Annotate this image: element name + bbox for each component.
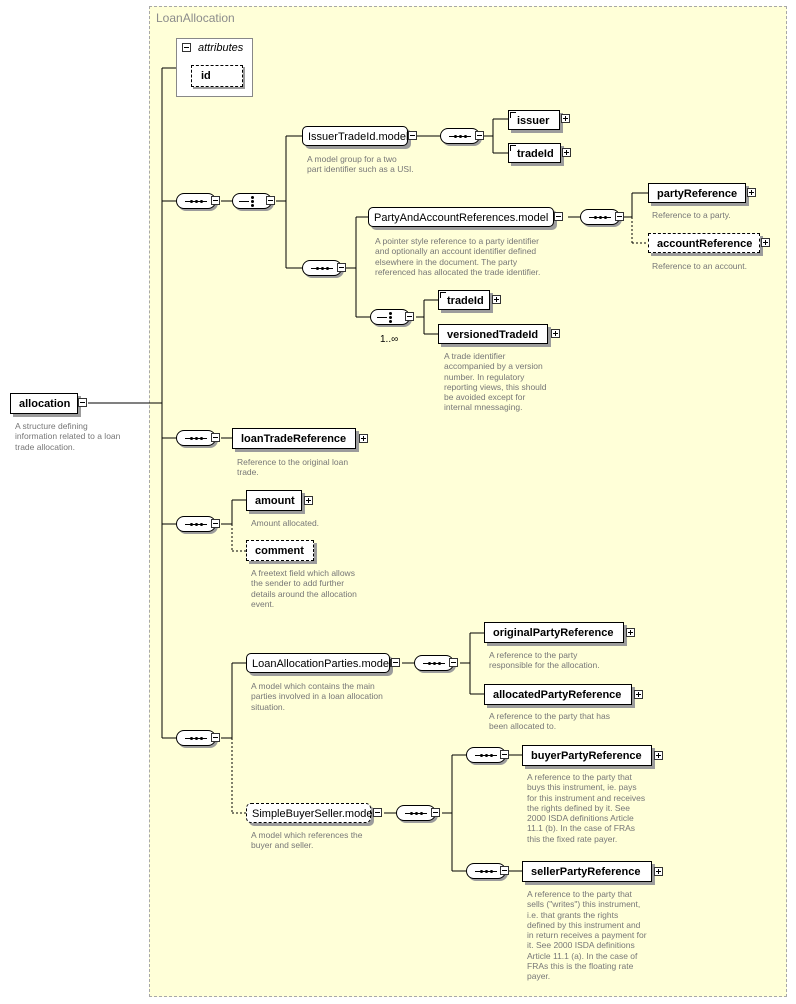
- trade-id-2-label: tradeId: [447, 295, 484, 307]
- loan-allocation-parties-model-group[interactable]: LoanAllocationParties.model: [246, 653, 391, 673]
- collapse-party-group-icon[interactable]: [554, 212, 563, 221]
- sequence-compositor-buyer-seller[interactable]: [396, 805, 436, 821]
- account-reference-description: Reference to an account.: [652, 261, 747, 271]
- issuer-trade-id-model-group[interactable]: IssuerTradeId.model: [302, 126, 408, 146]
- buyer-party-reference-description: A reference to the party that buys this …: [527, 772, 646, 844]
- collapse-seller-sequence-icon[interactable]: [500, 866, 509, 875]
- expand-loan-trade-reference-icon[interactable]: [359, 434, 368, 443]
- panel-title: LoanAllocation: [156, 11, 235, 25]
- loan-trade-reference-description: Reference to the original loan trade.: [237, 457, 349, 478]
- sequence-compositor-parties[interactable]: [414, 655, 454, 671]
- collapse-choice-2-icon[interactable]: [405, 312, 414, 321]
- element-seller-party-reference[interactable]: sellerPartyReference: [522, 861, 652, 882]
- choice-compositor-1[interactable]: [232, 193, 272, 209]
- expand-original-party-reference-icon[interactable]: [626, 628, 635, 637]
- collapse-attributes-icon[interactable]: [182, 43, 191, 52]
- sequence-compositor-3[interactable]: [176, 430, 216, 446]
- expand-trade-id-icon[interactable]: [562, 148, 571, 157]
- element-versioned-trade-id[interactable]: versionedTradeId: [438, 324, 548, 344]
- collapse-buyer-seller-sequence-icon[interactable]: [431, 808, 440, 817]
- collapse-parties-group-icon[interactable]: [391, 658, 400, 667]
- collapse-sequence-3-icon[interactable]: [211, 433, 220, 442]
- versioned-trade-id-description: A trade identifier accompanied by a vers…: [444, 351, 547, 413]
- element-buyer-party-reference[interactable]: buyerPartyReference: [522, 745, 652, 766]
- collapse-buyer-sequence-icon[interactable]: [500, 750, 509, 759]
- element-original-party-reference[interactable]: originalPartyReference: [484, 622, 624, 643]
- sequence-compositor-5[interactable]: [176, 730, 216, 746]
- collapse-choice-1-icon[interactable]: [266, 196, 275, 205]
- allocation-description: A structure defining information related…: [15, 421, 121, 452]
- expand-versioned-trade-id-icon[interactable]: [551, 329, 560, 338]
- collapse-issuer-group-icon[interactable]: [408, 131, 417, 140]
- collapse-issuer-sequence-icon[interactable]: [475, 131, 484, 140]
- party-reference-description: Reference to a party.: [652, 210, 731, 220]
- root-element-allocation[interactable]: allocation: [10, 393, 78, 414]
- trade-id-label: tradeId: [517, 148, 554, 160]
- issuer-label: issuer: [517, 115, 550, 127]
- expand-amount-icon[interactable]: [304, 496, 313, 505]
- collapse-sequence-1-icon[interactable]: [211, 196, 220, 205]
- comment-description: A freetext field which allows the sender…: [251, 568, 357, 609]
- attributes-label: attributes: [198, 42, 244, 54]
- collapse-party-sequence-icon[interactable]: [615, 212, 624, 221]
- element-issuer[interactable]: issuer: [508, 110, 560, 130]
- buyer-seller-group-description: A model which references the buyer and s…: [251, 830, 363, 851]
- sequence-compositor-issuer[interactable]: [440, 128, 480, 144]
- element-amount[interactable]: amount: [246, 490, 302, 511]
- element-comment[interactable]: comment: [246, 540, 314, 561]
- collapse-buyer-seller-group-icon[interactable]: [373, 808, 382, 817]
- allocated-party-reference-description: A reference to the party that has been a…: [489, 711, 610, 732]
- element-trade-id[interactable]: tradeId: [508, 143, 561, 163]
- expand-account-reference-icon[interactable]: [761, 238, 770, 247]
- parties-group-description: A model which contains the main parties …: [251, 681, 383, 712]
- element-party-reference[interactable]: partyReference: [648, 183, 746, 203]
- element-loan-trade-reference[interactable]: loanTradeReference: [232, 428, 356, 449]
- expand-allocated-party-reference-icon[interactable]: [634, 690, 643, 699]
- sequence-compositor-2[interactable]: [302, 260, 342, 276]
- sequence-compositor-party[interactable]: [580, 209, 620, 225]
- party-and-account-references-model-group[interactable]: PartyAndAccountReferences.model: [368, 207, 554, 227]
- element-allocated-party-reference[interactable]: allocatedPartyReference: [484, 684, 632, 705]
- expand-buyer-party-reference-icon[interactable]: [654, 751, 663, 760]
- choice-compositor-2[interactable]: [370, 309, 410, 325]
- collapse-sequence-2-icon[interactable]: [337, 263, 346, 272]
- collapse-allocation-icon[interactable]: [78, 398, 87, 407]
- seller-party-reference-description: A reference to the party that sells ("wr…: [527, 889, 647, 982]
- expand-seller-party-reference-icon[interactable]: [654, 867, 663, 876]
- expand-party-reference-icon[interactable]: [747, 188, 756, 197]
- sequence-compositor-buyer[interactable]: [466, 747, 506, 763]
- collapse-sequence-4-icon[interactable]: [211, 519, 220, 528]
- element-trade-id-2[interactable]: tradeId: [438, 290, 490, 310]
- simple-buyer-seller-model-group[interactable]: SimpleBuyerSeller.model: [246, 803, 375, 823]
- amount-description: Amount allocated.: [251, 518, 320, 528]
- sequence-compositor-4[interactable]: [176, 516, 216, 532]
- choice-2-occurrence: 1..∞: [380, 334, 399, 345]
- expand-trade-id-2-icon[interactable]: [492, 295, 501, 304]
- element-account-reference[interactable]: accountReference: [648, 233, 760, 253]
- attribute-id[interactable]: id: [191, 65, 243, 87]
- party-group-description: A pointer style reference to a party ide…: [375, 236, 541, 277]
- collapse-parties-sequence-icon[interactable]: [449, 658, 458, 667]
- original-party-reference-description: A reference to the party responsible for…: [489, 650, 600, 671]
- collapse-sequence-5-icon[interactable]: [211, 733, 220, 742]
- expand-issuer-icon[interactable]: [561, 114, 570, 123]
- sequence-compositor-1[interactable]: [176, 193, 216, 209]
- issuer-group-description: A model group for a two part identifier …: [307, 154, 414, 175]
